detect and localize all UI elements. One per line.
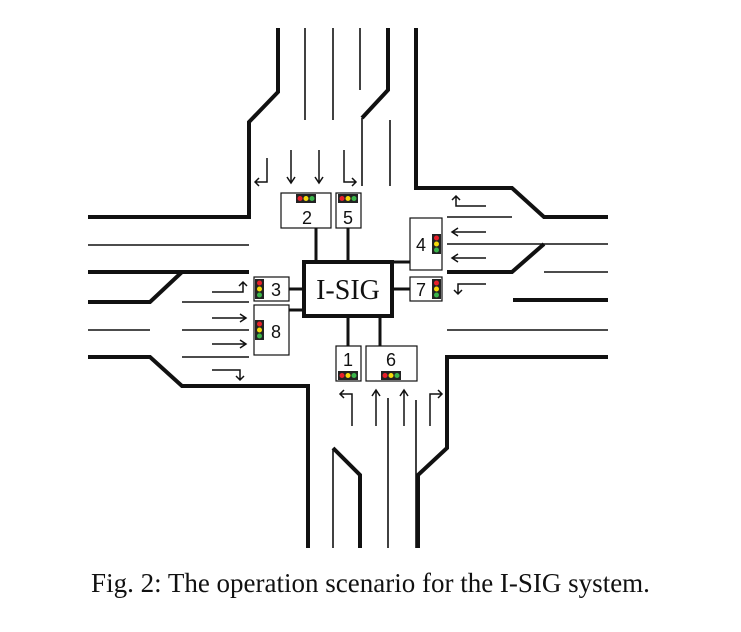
lane-lines — [88, 28, 608, 548]
arrow-east-right — [453, 283, 486, 296]
road-edge-s-1 — [331, 446, 362, 548]
signal-heads: 2 5 4 7 3 — [253, 192, 443, 382]
arrow-south-right — [429, 389, 444, 426]
signal-label-7: 7 — [416, 280, 426, 300]
arrow-east-through-2 — [450, 253, 486, 263]
signal-label-5: 5 — [343, 208, 353, 228]
road-edges — [88, 28, 608, 548]
signal-label-6: 6 — [386, 350, 396, 370]
signal-5: 5 — [335, 192, 362, 229]
isig-controller: I-SIG — [302, 260, 394, 318]
signal-label-8: 8 — [271, 322, 281, 342]
arrow-south-left — [338, 389, 353, 426]
signal-4: 4 — [409, 217, 443, 271]
arrow-west-right — [212, 369, 245, 382]
controller-box — [302, 260, 394, 318]
signal-label-4: 4 — [416, 235, 426, 255]
figure-caption: Fig. 2: The operation scenario for the I… — [91, 568, 650, 598]
signal-3: 3 — [253, 276, 290, 302]
signal-7: 7 — [409, 276, 443, 302]
arrow-south-through-1 — [371, 388, 381, 426]
arrow-west-through-2 — [212, 339, 248, 349]
road-edge-nw — [88, 28, 280, 219]
intersection-diagram: I-SIG 2 5 4 7 — [88, 28, 608, 548]
road-edge-sw — [88, 355, 310, 548]
signal-1: 1 — [335, 345, 362, 382]
signal-8: 8 — [253, 304, 290, 356]
signal-label-1: 1 — [343, 350, 353, 370]
arrow-north-left — [253, 158, 268, 187]
arrow-south-through-2 — [399, 388, 409, 426]
signal-6: 6 — [365, 345, 418, 382]
arrow-north-through-2 — [314, 150, 324, 185]
arrow-north-through-1 — [286, 150, 296, 185]
road-edge-e-1 — [447, 242, 546, 274]
signal-label-2: 2 — [302, 208, 312, 228]
road-edge-ne — [360, 28, 390, 120]
lane-arrows — [212, 150, 486, 426]
arrow-west-through-1 — [212, 313, 248, 323]
arrow-east-left — [451, 194, 486, 207]
arrow-west-left — [212, 280, 248, 293]
controller-label: I-SIG — [316, 275, 380, 306]
arrow-east-through-1 — [450, 227, 486, 237]
signal-label-3: 3 — [271, 280, 281, 300]
arrow-north-right — [343, 150, 358, 187]
road-edge-w-2 — [88, 270, 184, 304]
road-edge-ne-2 — [414, 28, 608, 219]
signal-2: 2 — [280, 192, 332, 229]
road-edge-se — [416, 355, 608, 548]
